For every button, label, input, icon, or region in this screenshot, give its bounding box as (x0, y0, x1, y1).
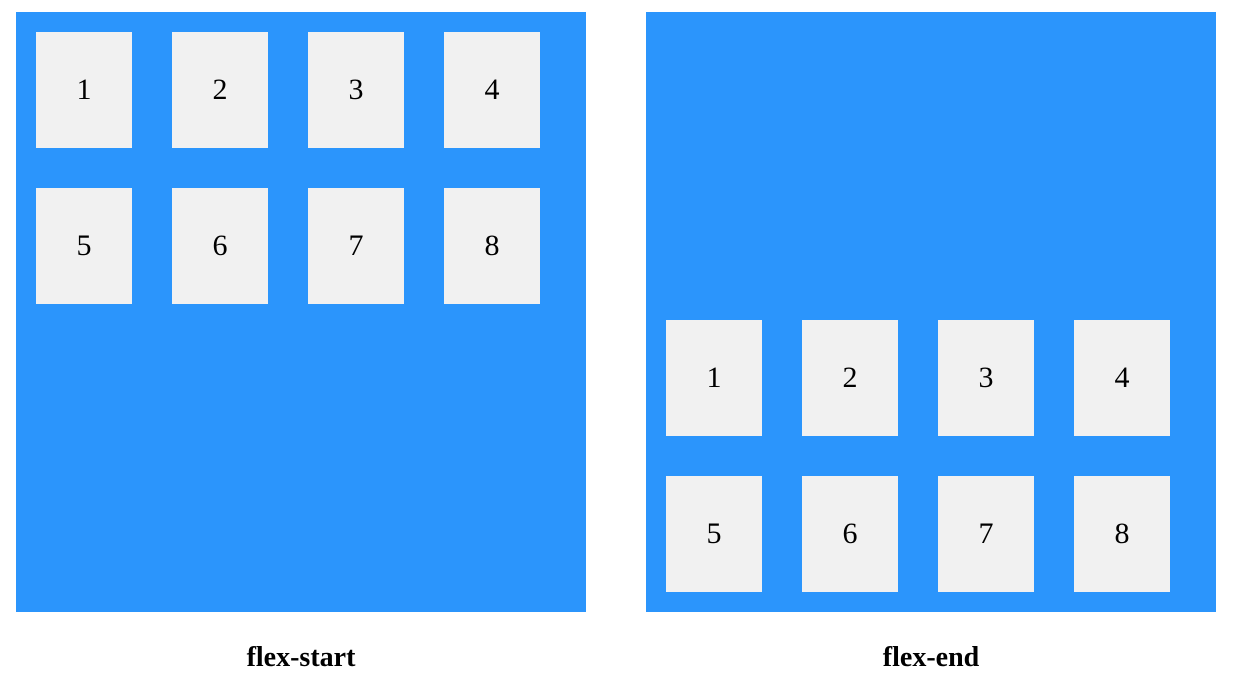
flex-item: 7 (308, 188, 404, 304)
flex-item: 4 (444, 32, 540, 148)
flex-start-container: 1 2 3 4 5 6 7 8 (16, 12, 586, 612)
flex-item: 1 (666, 320, 762, 436)
flex-item: 5 (36, 188, 132, 304)
flex-item: 8 (1074, 476, 1170, 592)
flex-item: 4 (1074, 320, 1170, 436)
flex-item: 1 (36, 32, 132, 148)
flex-end-caption: flex-end (882, 642, 980, 673)
flex-item: 2 (802, 320, 898, 436)
flex-start-caption: flex-start (246, 642, 356, 673)
flex-item: 2 (172, 32, 268, 148)
flex-item: 3 (308, 32, 404, 148)
flex-item: 8 (444, 188, 540, 304)
flex-item: 5 (666, 476, 762, 592)
flex-end-container: 1 2 3 4 5 6 7 8 (646, 12, 1216, 612)
flex-item: 6 (802, 476, 898, 592)
flex-item: 7 (938, 476, 1034, 592)
flex-item: 6 (172, 188, 268, 304)
flex-item: 3 (938, 320, 1034, 436)
